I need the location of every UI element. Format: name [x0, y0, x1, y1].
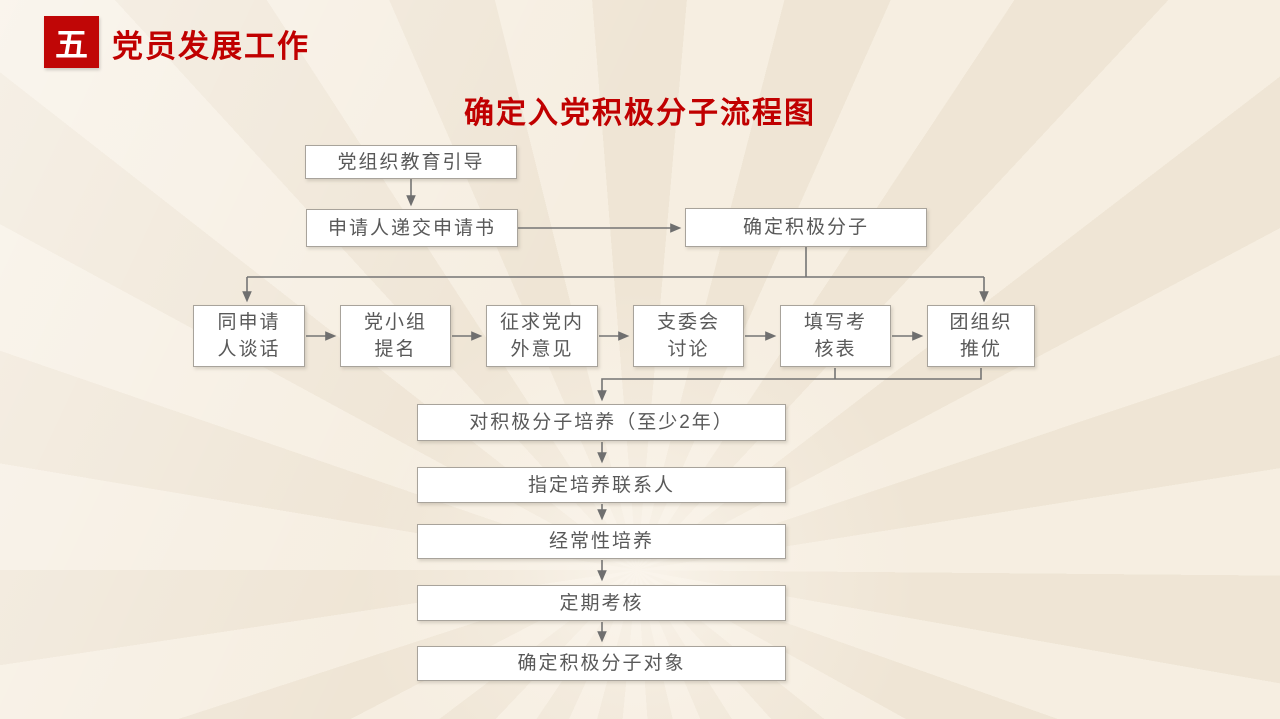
flow-node-fill-assessment-form: 填写考 核表: [780, 305, 891, 367]
flow-node-party-group-nomination: 党小组 提名: [340, 305, 451, 367]
flow-node-talk-with-applicant: 同申请 人谈话: [193, 305, 305, 367]
section-title: 党员发展工作: [112, 28, 310, 64]
flow-node-cultivate-two-years: 对积极分子培养（至少2年）: [417, 404, 786, 441]
flow-node-education-guidance: 党组织教育引导: [305, 145, 517, 179]
flow-node-periodic-assessment: 定期考核: [417, 585, 786, 621]
flow-node-branch-committee-discussion: 支委会 讨论: [633, 305, 744, 367]
flow-node-confirm-activist-candidate: 确定积极分子对象: [417, 646, 786, 681]
flow-node-assign-contacts: 指定培养联系人: [417, 467, 786, 503]
flow-node-solicit-opinions: 征求党内 外意见: [486, 305, 598, 367]
flow-node-submit-application: 申请人递交申请书: [306, 209, 518, 247]
flow-node-league-recommendation: 团组织 推优: [927, 305, 1035, 367]
diagram-title: 确定入党积极分子流程图: [464, 97, 816, 130]
section-number-badge: 五: [44, 16, 99, 68]
flow-node-confirm-activist: 确定积极分子: [685, 208, 927, 247]
flow-node-regular-cultivation: 经常性培养: [417, 524, 786, 559]
